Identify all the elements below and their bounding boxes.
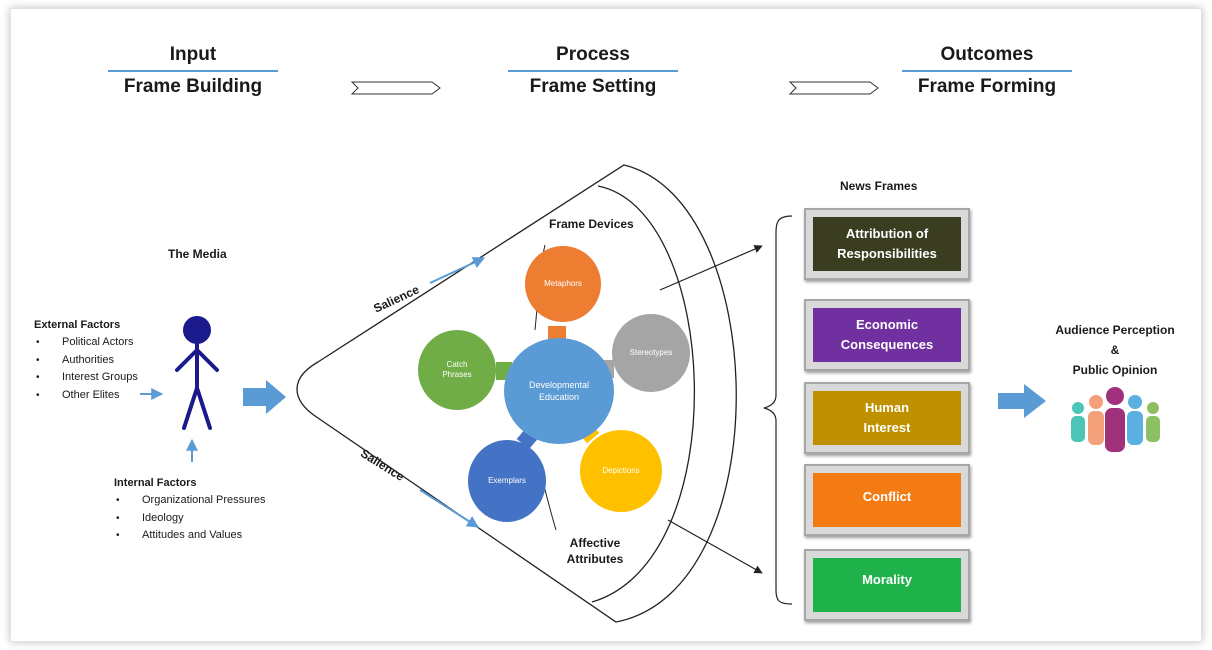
stage-outcomes-bottom: Frame Forming [917,76,1057,97]
stage-process-bottom: Frame Setting [529,76,657,97]
developmental-education-circle: Developmental Education [504,338,614,444]
funnel-inner [591,185,696,603]
salience-bottom-arrow [419,489,480,528]
stage-chevron-1 [350,81,441,95]
list-item: Ideology [114,510,266,528]
affective-line1: Affective [569,536,621,550]
frame-box-morality: Morality [804,549,970,621]
internal-factors-list: Organizational Pressures Ideology Attitu… [114,492,266,545]
stage-process-line [508,70,678,72]
stage-outcomes-line [902,70,1072,72]
external-factors-title: External Factors [34,319,121,331]
metaphors-circle: Metaphors [525,246,601,322]
exemplars-label: Exemplars [488,476,526,485]
frame-label-line1: Conflict [862,489,912,504]
stage-input-top: Input [169,44,217,65]
frame-label-line2: Consequences [840,337,934,352]
frame-box-attribution: Attribution of Responsibilities [804,208,970,280]
news-frames-bracket [763,215,793,605]
internal-factors-title: Internal Factors [114,477,197,489]
frame-box-inner: Morality [813,558,961,612]
list-item: Political Actors [34,334,138,352]
frame-box-inner: Attribution of Responsibilities [813,217,961,271]
external-factors-list: Political Actors Authorities Interest Gr… [34,334,138,404]
affective-line2: Attributes [566,552,624,566]
media-to-process-arrow [243,380,286,414]
depictions-label: Depictions [602,466,640,475]
frame-label-line2: Responsibilities [837,246,937,261]
catch-phrases-circle: Catch Phrases [418,330,496,410]
list-item: Other Elites [34,387,138,405]
frame-box-inner: Conflict [813,473,961,527]
stage-process: Process Frame Setting [508,44,678,98]
frame-box-inner: Human Interest [813,391,961,445]
news-frames-title: News Frames [840,179,918,193]
funnel-to-frames-arrow-top [659,245,763,291]
center-line1: Developmental [528,380,590,390]
list-item: Interest Groups [34,369,138,387]
media-title: The Media [168,247,227,261]
catch-phrases-line1: Catch [446,360,468,369]
funnel-outer [296,164,737,623]
funnel-to-frames-arrow-bottom [667,519,763,574]
salience-top-arrow [429,257,486,284]
frame-label-line1: Attribution of [845,226,929,241]
frame-label-line1: Economic [855,317,919,332]
stage-chevron-2 [788,81,879,95]
stage-outcomes-top: Outcomes [940,44,1034,65]
list-item: Authorities [34,352,138,370]
frame-box-conflict: Conflict [804,464,970,536]
frame-devices-label: Frame Devices [549,217,634,231]
media-stick-figure [175,316,219,430]
affective-attributes-label: Affective Attributes [560,535,630,567]
frame-label-line1: Morality [862,572,912,587]
stage-outcomes: Outcomes Frame Forming [902,44,1072,98]
catch-phrases-line2: Phrases [442,370,472,379]
frame-box-economic: Economic Consequences [804,299,970,371]
stereotypes-label: Stereotypes [629,348,673,357]
stage-input: Input Frame Building [108,44,278,98]
exemplars-circle: Exemplars [468,440,546,522]
list-item: Attitudes and Values [114,527,266,545]
center-line2: Education [538,392,580,402]
metaphors-label: Metaphors [544,279,582,288]
audience-line2: & [1110,343,1120,357]
depictions-circle: Depictions [580,430,662,512]
frames-to-audience-arrow [998,384,1046,418]
stage-input-bottom: Frame Building [123,76,263,97]
stage-input-line [108,70,278,72]
frame-box-human-interest: Human Interest [804,382,970,454]
audience-label: Audience Perception & Public Opinion [1040,320,1190,380]
audience-line3: Public Opinion [1072,363,1158,377]
stage-process-top: Process [556,44,630,65]
audience-line1: Audience Perception [1055,323,1175,337]
frame-label-line2: Interest [863,420,911,435]
stereotypes-circle: Stereotypes [612,314,690,392]
audience-people-icon [1071,387,1160,452]
frame-box-inner: Economic Consequences [813,308,961,362]
list-item: Organizational Pressures [114,492,266,510]
frame-label-line1: Human [864,400,910,415]
